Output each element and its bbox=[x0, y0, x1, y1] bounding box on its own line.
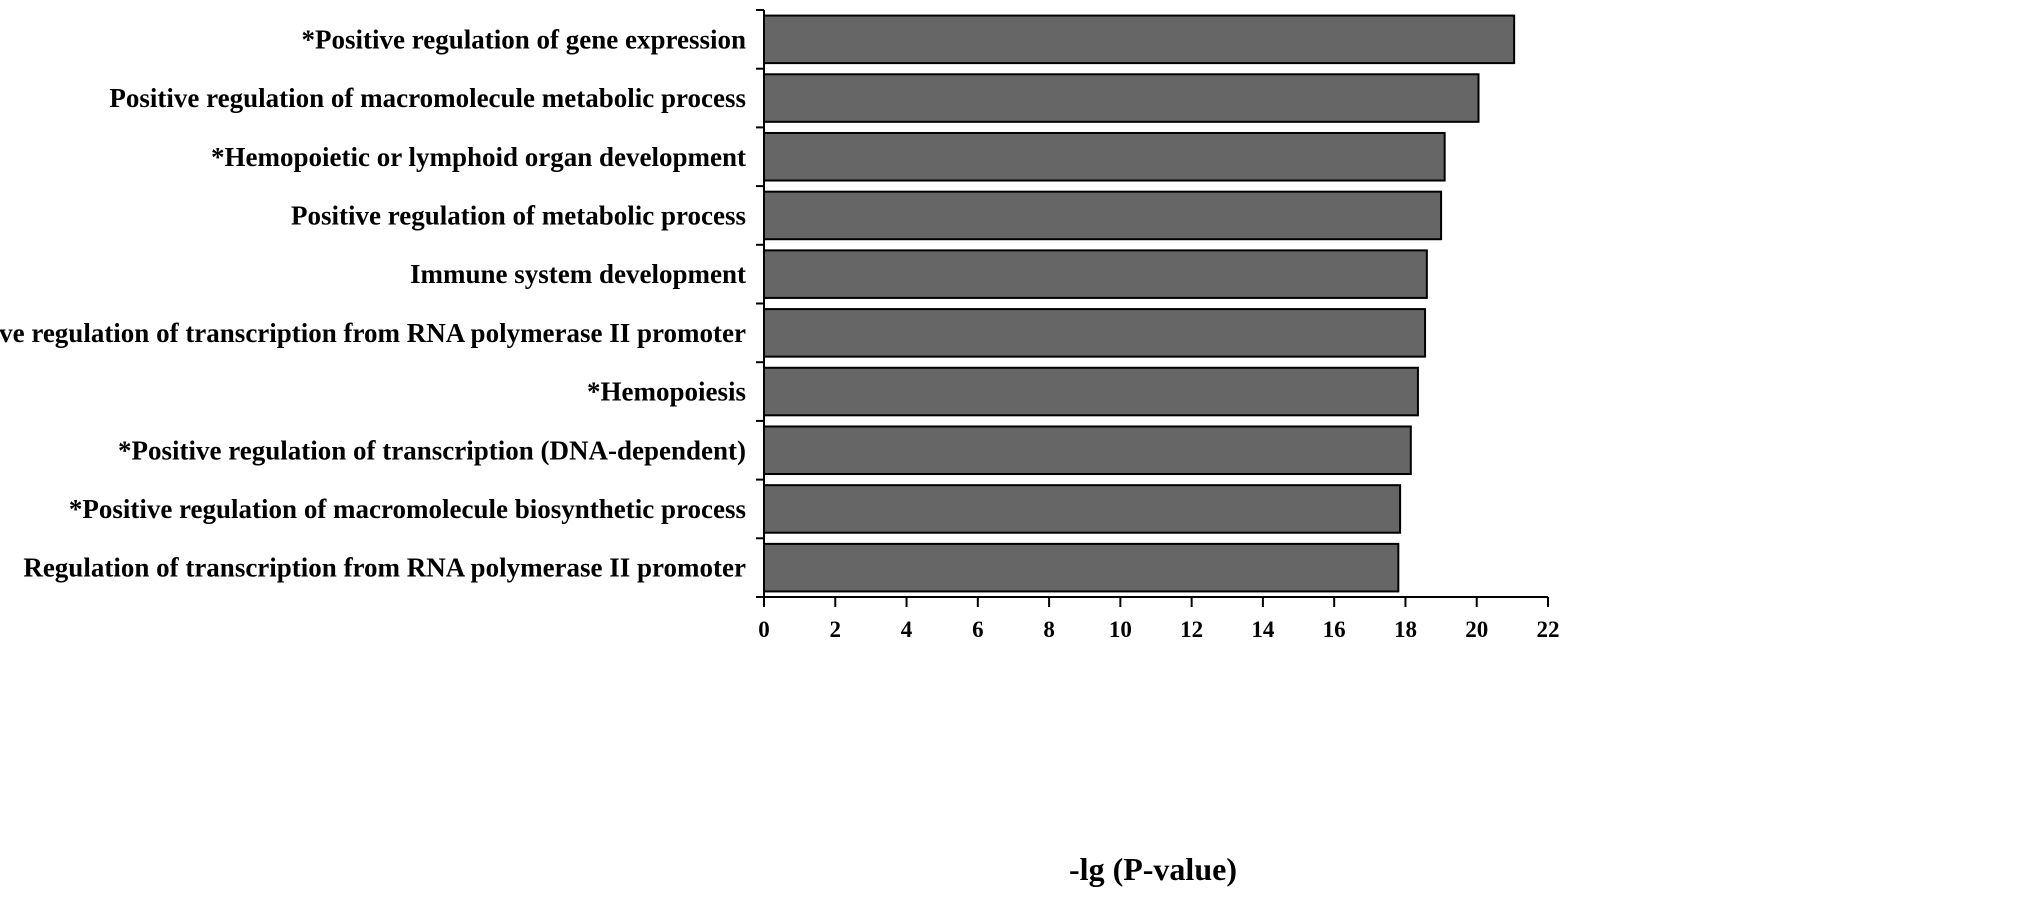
x-tick-label: 0 bbox=[758, 617, 770, 642]
bar bbox=[763, 542, 1400, 593]
x-axis-ticks: 0 2 4 6 8 10 12 14 16 18 20 22 bbox=[758, 597, 1560, 642]
category-label: Positive regulation of transcription fro… bbox=[0, 318, 746, 348]
x-tick-label: 8 bbox=[1043, 617, 1055, 642]
category-labels: *Positive regulation of gene expressionP… bbox=[0, 24, 746, 582]
axes bbox=[756, 9, 1548, 598]
bar bbox=[763, 131, 1446, 182]
category-label: Immune system development bbox=[410, 259, 746, 289]
bar bbox=[763, 484, 1402, 534]
x-tick-label: 2 bbox=[830, 617, 842, 642]
bars-layer bbox=[763, 14, 1516, 593]
x-tick-label: 12 bbox=[1180, 617, 1203, 642]
bar bbox=[763, 308, 1427, 358]
x-tick-label: 20 bbox=[1465, 617, 1488, 642]
category-label: *Positive regulation of macromolecule bi… bbox=[69, 494, 746, 524]
x-tick-label: 18 bbox=[1394, 617, 1417, 642]
x-tick-label: 16 bbox=[1323, 617, 1346, 642]
category-label: *Hemopoietic or lymphoid organ developme… bbox=[211, 142, 746, 172]
x-tick-label: 6 bbox=[972, 617, 984, 642]
x-tick-label: 22 bbox=[1537, 617, 1560, 642]
x-tick-label: 10 bbox=[1109, 617, 1132, 642]
bar bbox=[763, 249, 1428, 299]
category-label: Regulation of transcription from RNA pol… bbox=[23, 553, 746, 583]
bar bbox=[763, 425, 1412, 476]
category-label: *Positive regulation of transcription (D… bbox=[118, 435, 746, 465]
bar bbox=[763, 366, 1419, 417]
category-label: Positive regulation of macromolecule met… bbox=[109, 83, 746, 113]
x-tick-label: 4 bbox=[901, 617, 913, 642]
category-label: *Hemopoiesis bbox=[587, 377, 746, 407]
category-label: Positive regulation of metabolic process bbox=[291, 200, 746, 230]
bar bbox=[763, 190, 1443, 241]
bar bbox=[763, 14, 1516, 65]
x-tick-label: 14 bbox=[1251, 617, 1275, 642]
x-axis-title: -lg (P-value) bbox=[1069, 851, 1237, 887]
category-label: *Positive regulation of gene expression bbox=[302, 24, 746, 54]
bar bbox=[763, 73, 1480, 123]
